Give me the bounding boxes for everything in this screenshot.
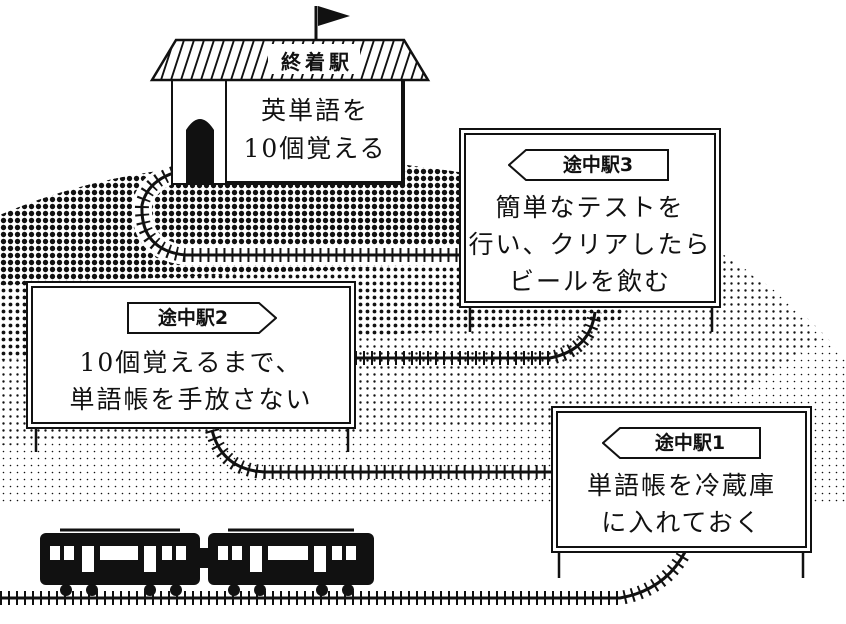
right-arrow-tag bbox=[127, 302, 277, 334]
station-label-2: 途中駅2 bbox=[157, 307, 229, 329]
terminal-station-goal: 英単語を 10個覚える bbox=[228, 92, 402, 168]
tunnel-icon bbox=[186, 119, 214, 184]
train-icon bbox=[40, 528, 374, 596]
sign-posts bbox=[34, 300, 805, 578]
left-arrow-tag bbox=[602, 427, 761, 459]
goal-line-1: 英単語を bbox=[260, 96, 369, 125]
track-3-to-2 bbox=[355, 310, 602, 365]
track-bottom bbox=[0, 548, 692, 605]
terminal-station-name: 終着駅 bbox=[281, 50, 353, 74]
station-1-text: 単語帳を冷蔵庫 に入れておく bbox=[558, 467, 805, 541]
station-3-line-3: ビールを飲む bbox=[508, 267, 671, 296]
station-2-text: 10個覚えるまで、 単語帳を手放さない bbox=[33, 344, 349, 418]
station-1-line-2: に入れておく bbox=[601, 508, 762, 537]
station-2-line-2: 単語帳を手放さない bbox=[69, 385, 313, 414]
station-3-line-2: 行い、クリアしたら bbox=[468, 230, 712, 259]
flag-icon bbox=[318, 6, 350, 26]
goal-line-2: 10個覚える bbox=[243, 134, 387, 163]
terminal-station-building bbox=[149, 6, 431, 185]
station-3-line-1: 簡単なテストを bbox=[495, 193, 685, 222]
station-sign-2: 途中駅2 10個覚えるまで、 単語帳を手放さない bbox=[31, 286, 351, 424]
station-2-line-1: 10個覚えるまで、 bbox=[79, 348, 303, 377]
station-3-text: 簡単なテストを 行い、クリアしたら ビールを飲む bbox=[466, 189, 714, 300]
station-label-1: 途中駅1 bbox=[654, 432, 726, 454]
station-sign-3: 途中駅3 簡単なテストを 行い、クリアしたら ビールを飲む bbox=[464, 133, 716, 303]
track-2-to-1 bbox=[205, 427, 552, 479]
left-arrow-tag bbox=[508, 149, 669, 181]
station-1-line-1: 単語帳を冷蔵庫 bbox=[586, 471, 776, 500]
station-sign-1: 途中駅1 単語帳を冷蔵庫 に入れておく bbox=[556, 411, 807, 548]
station-label-3: 途中駅3 bbox=[562, 154, 634, 176]
